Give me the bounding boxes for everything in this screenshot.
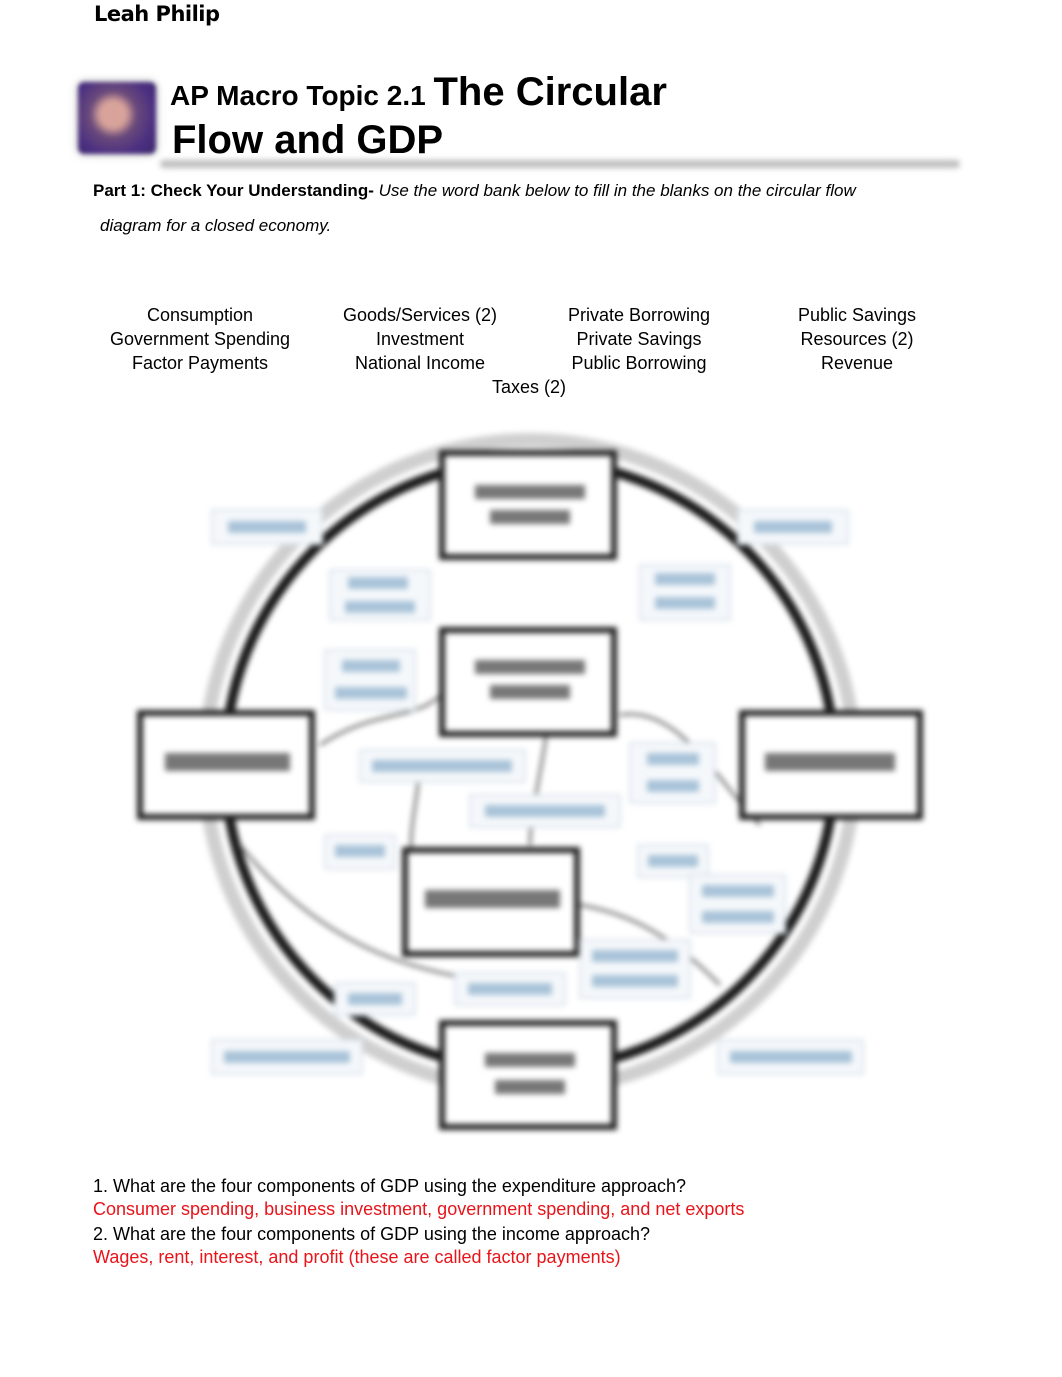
question-1: 1. What are the four components of GDP u… xyxy=(93,1176,687,1196)
word-bank-item: Resources (2) xyxy=(800,329,914,349)
profile-photo xyxy=(78,82,156,154)
word-bank-item: Goods/Services (2) xyxy=(342,305,498,325)
word-bank-item: Public Borrowing xyxy=(571,353,707,373)
page-title-line-2: Flow and GDP xyxy=(172,118,444,162)
title-divider xyxy=(160,160,960,168)
author-name: Leah Philip xyxy=(94,2,220,26)
word-bank-item: Consumption xyxy=(146,305,254,325)
word-bank-col-4: Public Savings Resources (2) Revenue xyxy=(747,303,967,375)
word-bank-item: Investment xyxy=(375,329,465,349)
answer-1: Consumer spending, business investment, … xyxy=(93,1199,745,1219)
word-bank-item: Private Borrowing xyxy=(567,305,711,325)
answer-2: Wages, rent, interest, and profit (these… xyxy=(93,1247,621,1267)
circular-flow-diagram xyxy=(137,433,923,1130)
part1-instructions: Part 1: Check Your Understanding- Use th… xyxy=(93,173,973,243)
part1-instruction-b: diagram for a closed economy. xyxy=(100,216,332,235)
word-bank-col-2: Goods/Services (2) Investment National I… xyxy=(310,303,530,375)
word-bank-item-taxes: Taxes (2) xyxy=(491,377,567,397)
word-bank-item: Revenue xyxy=(820,353,894,373)
title-prefix: AP Macro Topic 2.1 xyxy=(170,80,434,111)
part1-label: Part 1: Check Your Understanding- xyxy=(93,181,374,200)
word-bank-item: Private Savings xyxy=(576,329,702,349)
page-title-line-1: AP Macro Topic 2.1 The Circular xyxy=(170,70,667,115)
part1-instruction-a: Use the word bank below to fill in the b… xyxy=(373,181,856,200)
word-bank-item: Factor Payments xyxy=(131,353,269,373)
word-bank-col-3: Private Borrowing Private Savings Public… xyxy=(529,303,749,375)
question-2: 2. What are the four components of GDP u… xyxy=(93,1224,650,1244)
word-bank-item: National Income xyxy=(354,353,486,373)
word-bank-col-1: Consumption Government Spending Factor P… xyxy=(90,303,310,375)
word-bank-item: Government Spending xyxy=(109,329,291,349)
title-main-a: The Circular xyxy=(433,70,667,114)
word-bank-item: Public Savings xyxy=(797,305,917,325)
